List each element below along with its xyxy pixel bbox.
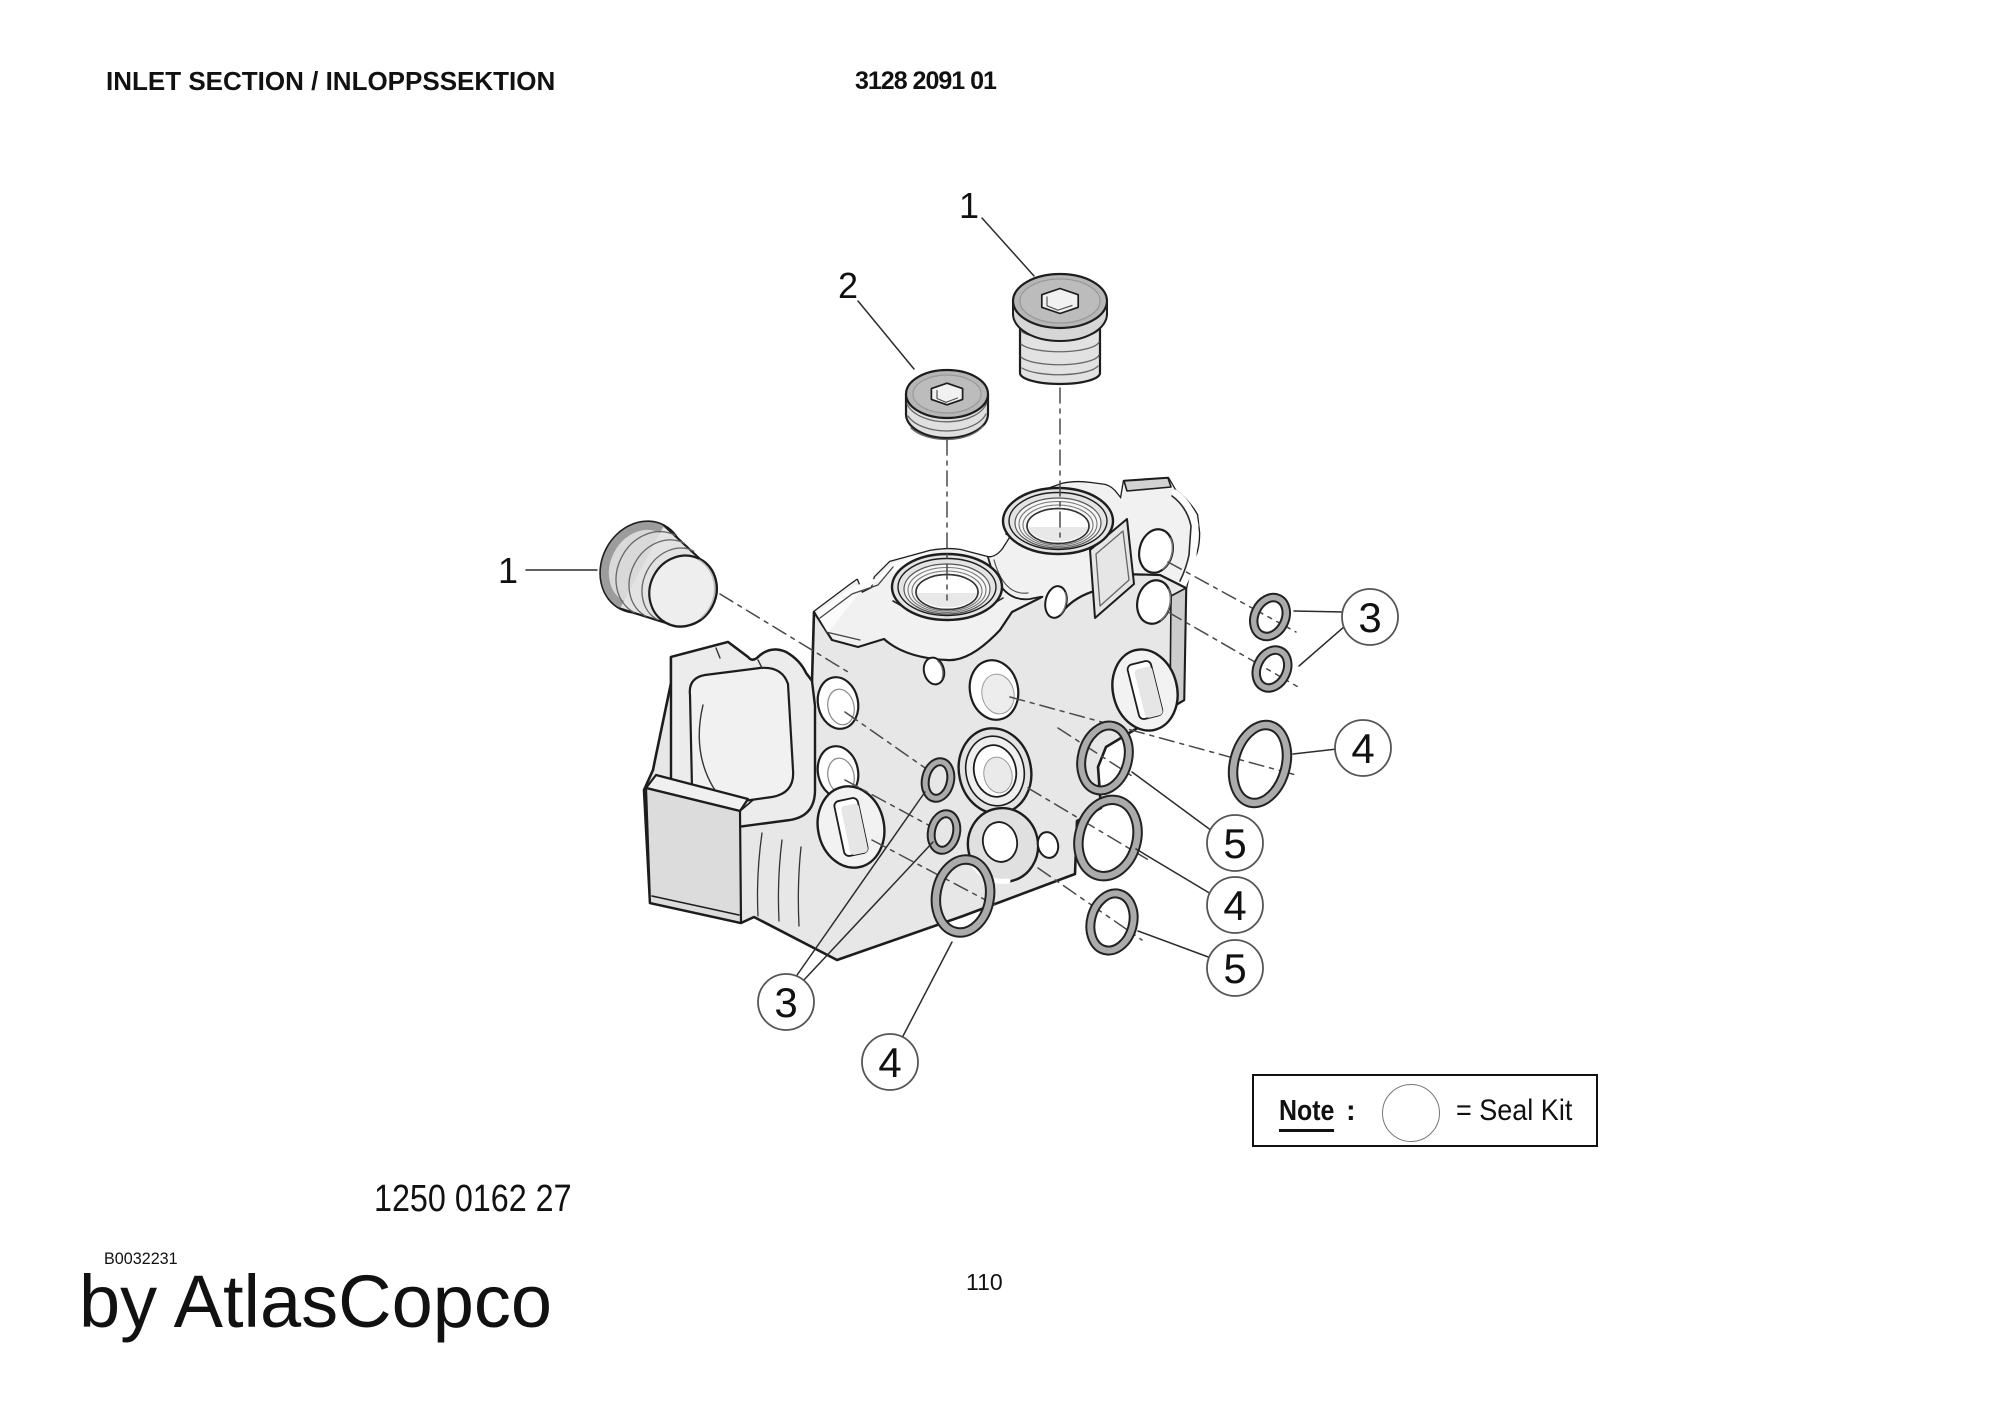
svg-text:1: 1: [498, 550, 518, 591]
svg-text:4: 4: [878, 1039, 901, 1086]
svg-text:3: 3: [1358, 594, 1381, 641]
svg-text:1: 1: [959, 185, 979, 226]
svg-text:5: 5: [1223, 945, 1246, 992]
svg-text:2: 2: [838, 265, 858, 306]
svg-text:5: 5: [1223, 820, 1246, 867]
svg-text:4: 4: [1351, 725, 1374, 772]
svg-text:4: 4: [1223, 882, 1246, 929]
svg-text:3: 3: [774, 979, 797, 1026]
